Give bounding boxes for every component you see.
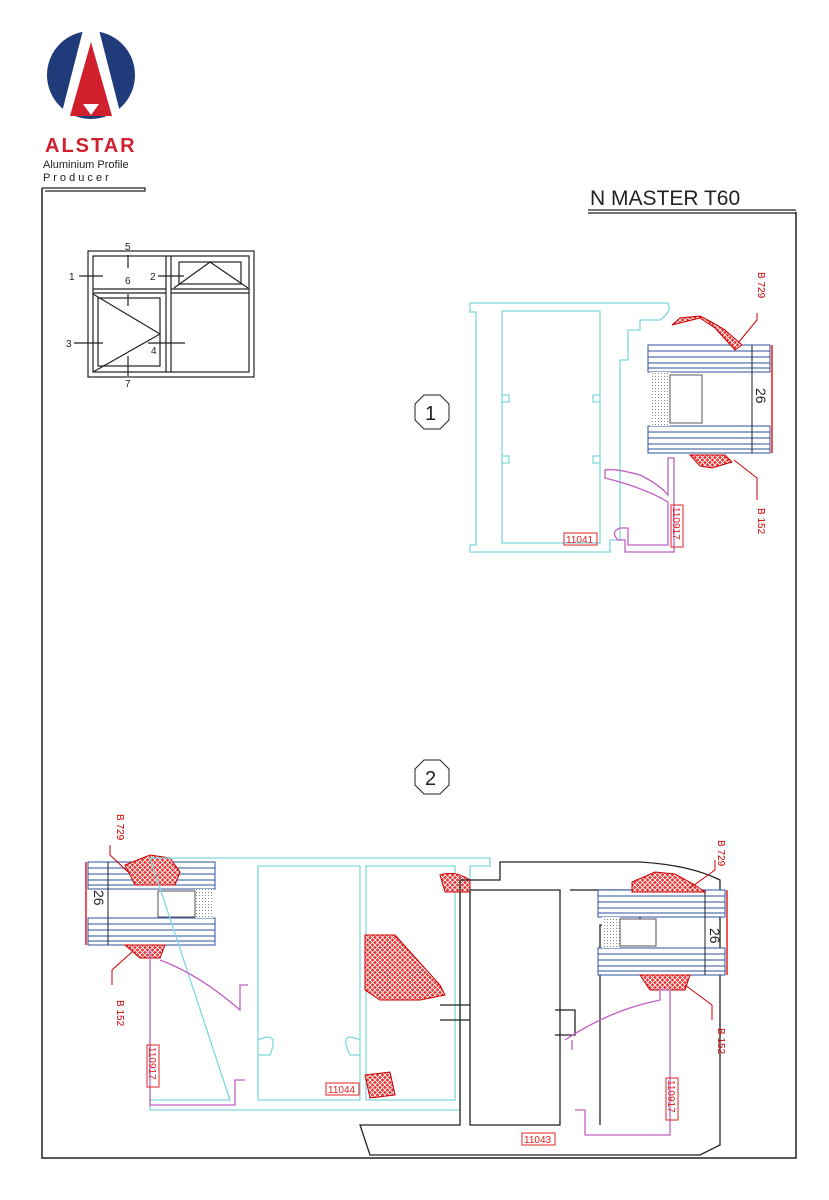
key-label-1: 1 [69, 272, 75, 283]
gasket-label-bottom: B 152 [755, 508, 766, 535]
glass-unit [647, 344, 773, 454]
profile-code-11043: 11043 [524, 1135, 552, 1146]
left-profile-code-110917: 110917 [146, 1047, 157, 1080]
section-1-number: 1 [425, 403, 436, 425]
gasket-mullion-center [364, 934, 446, 1001]
left-gasket-label-top: B 729 [114, 814, 125, 841]
window-key-plan [74, 250, 255, 378]
right-gasket-label-bottom: B 152 [715, 1028, 726, 1055]
gasket-b152 [688, 454, 733, 469]
key-label-6: 6 [125, 276, 131, 287]
right-glazing-bead-110917 [564, 989, 671, 1136]
key-label-5: 5 [125, 242, 131, 253]
profile-code-11044: 11044 [328, 1085, 356, 1096]
section-1: 1 11041 110917 26 B 729 [414, 272, 773, 553]
logo-tagline-1: Aluminium Profile [43, 159, 129, 171]
glazing-bead-110917 [604, 457, 675, 553]
section-2: 2 26 B 729 B 152 110917 [85, 759, 728, 1156]
right-gasket-b729 [631, 871, 707, 893]
left-gasket-b152 [123, 944, 166, 959]
left-glazing-bead-110917 [149, 950, 248, 1106]
gasket-b729 [671, 315, 743, 351]
key-label-4: 4 [151, 346, 157, 357]
gasket-mullion-top [439, 872, 471, 893]
right-gasket-label-top: B 729 [715, 840, 726, 867]
left-gasket-b729 [124, 854, 181, 886]
section-1-marker [414, 394, 450, 430]
logo-brand: ALSTAR [45, 135, 137, 157]
logo-a-shape [70, 42, 112, 116]
gasket-label-top: B 729 [755, 272, 766, 299]
key-label-2: 2 [150, 272, 156, 283]
right-glass-unit [597, 889, 728, 976]
logo-tagline-2: P r o d u c e r [43, 172, 109, 184]
right-gasket-b152 [639, 974, 691, 991]
section-2-number: 2 [425, 768, 436, 790]
profile-code-11041: 11041 [566, 535, 594, 546]
glass-dimension: 26 [753, 388, 769, 404]
drawing-title: N MASTER T60 [590, 187, 740, 210]
frame-profile-11041 [469, 302, 670, 553]
section-2-marker [414, 759, 450, 795]
left-gasket-label-bottom: B 152 [114, 1000, 125, 1027]
alstar-logo: ALSTAR Aluminium Profile P r o d u c e r [43, 30, 137, 184]
key-label-7: 7 [125, 379, 131, 390]
gasket-mullion-bottom [364, 1071, 396, 1099]
sheet-border [41, 187, 797, 1159]
right-glass-dimension: 26 [707, 928, 723, 944]
key-label-3: 3 [66, 339, 72, 350]
profile-code-110917: 110917 [670, 507, 681, 540]
left-glass-dimension: 26 [91, 890, 107, 906]
right-profile-code-110917: 110917 [665, 1080, 676, 1113]
